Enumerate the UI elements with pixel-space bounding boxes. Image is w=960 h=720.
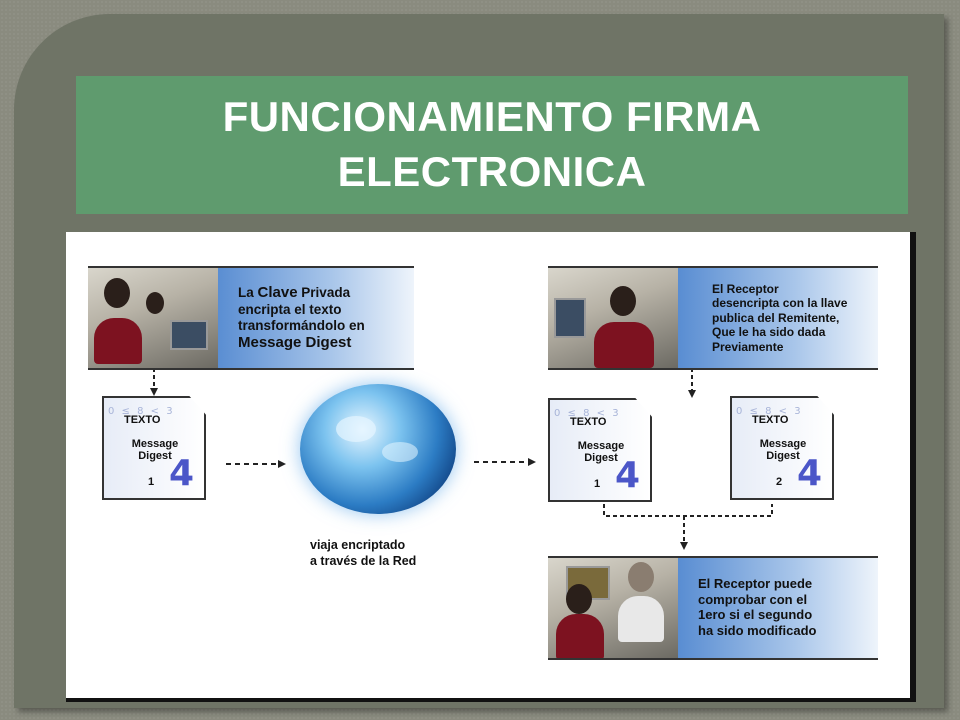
receiver-panel: El Receptor desencripta con la llave pub…	[548, 266, 878, 370]
arrowhead-doc-to-globe	[278, 460, 286, 468]
globe-icon	[300, 384, 456, 514]
result-caption: El Receptor puede comprobar con el 1ero …	[698, 576, 817, 638]
bottom-rule	[66, 698, 916, 702]
arrowhead-globe-to-doc	[528, 458, 536, 466]
sender-caption: La Clave Privada encripta el texto trans…	[238, 284, 365, 352]
slide-title-line-1: FUNCIONAMIENTO FIRMA	[222, 93, 762, 141]
compare-connector	[603, 504, 773, 544]
result-photo	[548, 558, 678, 658]
receiver-caption: El Receptor desencripta con la llave pub…	[712, 282, 848, 354]
result-panel: El Receptor puede comprobar con el 1ero …	[548, 556, 878, 660]
digit-decoration: 4	[796, 453, 822, 494]
arrowhead-compare	[680, 542, 688, 550]
digit-decoration: 4	[168, 453, 194, 494]
title-band: FUNCIONAMIENTO FIRMA ELECTRONICA	[76, 76, 908, 214]
digit-decoration: 4	[614, 455, 640, 496]
diagram-connectors	[150, 368, 773, 550]
slide-title-line-2: ELECTRONICA	[337, 148, 647, 195]
arrowhead-receiver-to-doc	[688, 390, 696, 398]
slide-title: FUNCIONAMIENTO FIRMA ELECTRONICA	[223, 90, 762, 199]
signature-diagram: La Clave Privada encripta el texto trans…	[66, 232, 916, 702]
globe-caption: viaja encriptado a través de la Red	[310, 538, 417, 568]
sender-panel: La Clave Privada encripta el texto trans…	[88, 266, 414, 370]
receiver-photo	[548, 268, 678, 368]
sender-photo	[88, 268, 218, 368]
arrowhead-sender-to-doc	[150, 388, 158, 396]
